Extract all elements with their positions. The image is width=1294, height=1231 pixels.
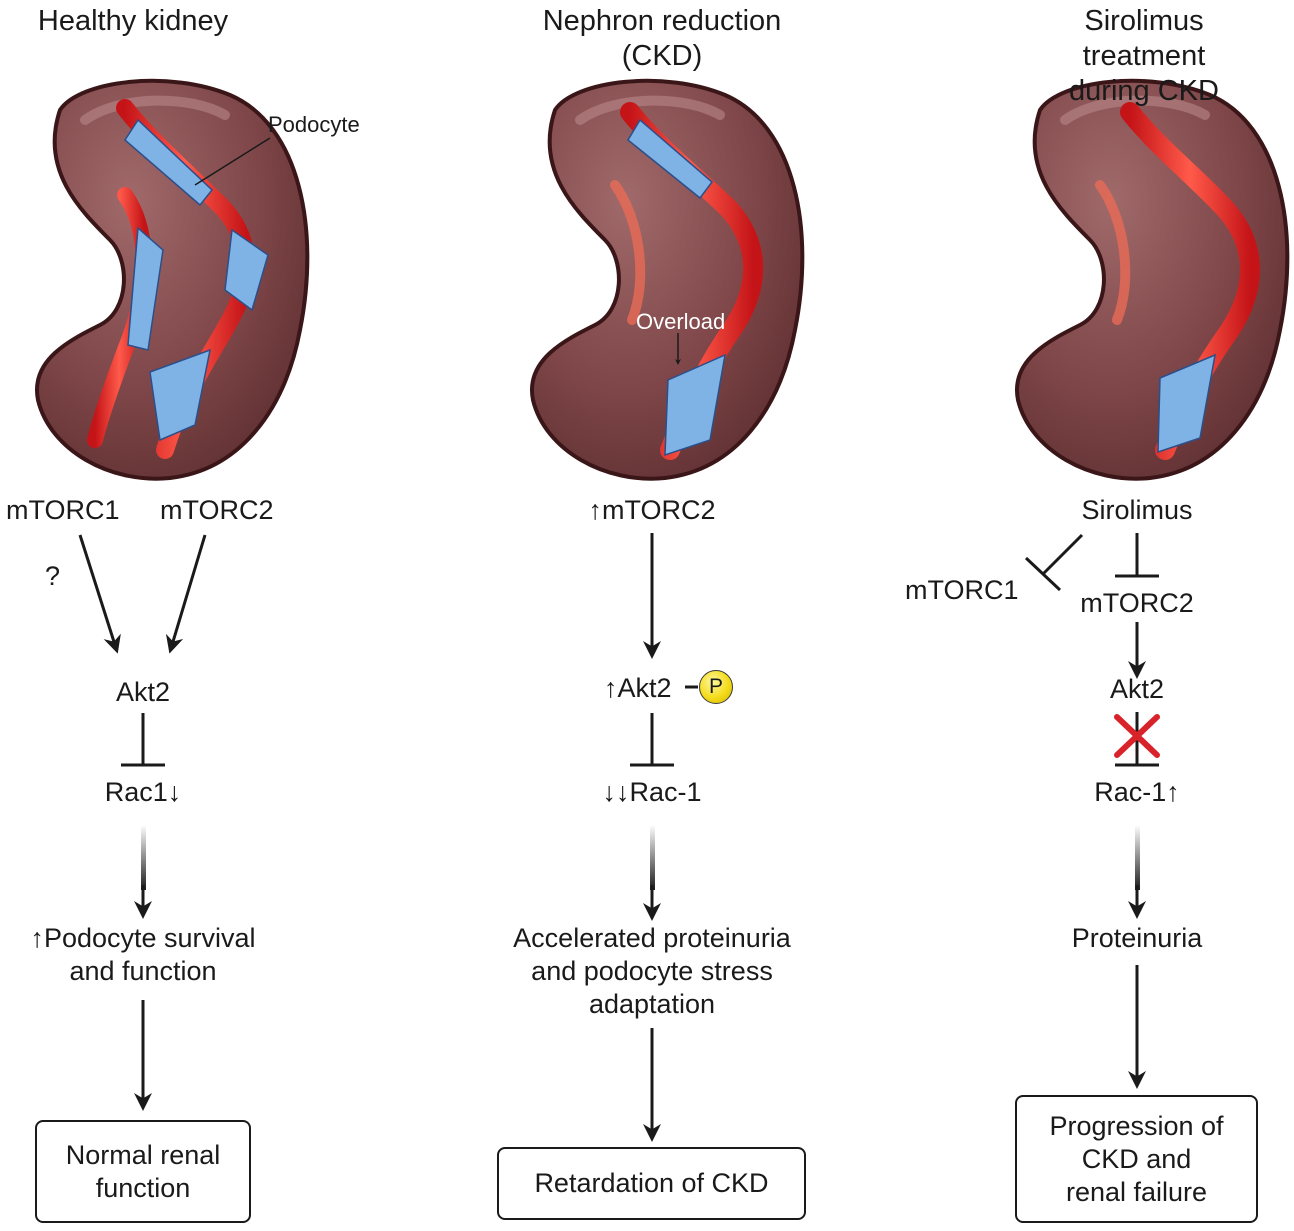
node-mtorc2: ↑mTORC2 xyxy=(588,495,716,525)
kidney-shape xyxy=(529,78,805,481)
podocyte-cell xyxy=(127,226,164,351)
effect-line-2: and function xyxy=(69,956,217,986)
title-line: (CKD) xyxy=(621,40,703,72)
podocyte-cell xyxy=(1157,353,1216,454)
podocyte-cell xyxy=(124,118,214,207)
kidney-ckd xyxy=(529,78,805,481)
node-mtorc2: mTORC2 xyxy=(1080,588,1194,618)
pathway-sirolimus xyxy=(1024,533,1160,1089)
node-rac1: ↓↓Rac-1 xyxy=(602,777,702,807)
unknown-link-label: ? xyxy=(45,561,61,591)
outcome-line: Retardation of CKD xyxy=(534,1168,769,1198)
effect-line-3: adaptation xyxy=(588,989,716,1019)
node-akt2: ↑Akt2 xyxy=(604,673,672,703)
outcome-box-ckd: Retardation of CKD xyxy=(497,1147,806,1220)
node-akt2: Akt2 xyxy=(115,677,171,707)
inhibit-bar xyxy=(1024,556,1062,592)
column-title-ckd: Nephron reduction (CKD) xyxy=(543,4,782,74)
kidney-shape xyxy=(1014,78,1290,481)
effect-line-1: Proteinuria xyxy=(1071,923,1203,953)
vessel xyxy=(1095,180,1131,325)
podocyte-cell xyxy=(664,353,726,457)
fade-arrow-shaft xyxy=(650,825,655,890)
podocyte-callout-line xyxy=(194,137,271,186)
pathway-ckd xyxy=(630,533,698,1142)
outcome-line: CKD and xyxy=(1081,1143,1192,1174)
phosphate-badge: P xyxy=(699,670,733,704)
column-title-sirolimus: Sirolimus treatment during CKD xyxy=(1069,4,1219,109)
outcome-box-healthy: Normal renal function xyxy=(35,1120,251,1223)
outcome-line: Normal renal xyxy=(65,1139,221,1170)
kidney-sirolimus xyxy=(1014,78,1290,481)
blocked-x-icon xyxy=(1114,714,1160,758)
inhibit-sirolimus-mtorc1 xyxy=(1041,533,1084,576)
vessel xyxy=(610,180,646,325)
title-line: during CKD xyxy=(1069,75,1219,107)
arrow-mtorc1-akt2 xyxy=(78,534,121,654)
effect-line-1: Accelerated proteinuria xyxy=(513,923,791,953)
effect-line-1: ↑Podocyte survival xyxy=(30,923,256,953)
node-rac1: Rac1↓ xyxy=(104,777,182,807)
arrow-mtorc2-akt2 xyxy=(165,534,207,654)
fade-arrow-shaft xyxy=(141,825,146,890)
outcome-line: Progression of xyxy=(1049,1110,1224,1141)
node-sirolimus: Sirolimus xyxy=(1081,495,1193,525)
outcome-box-sirolimus: Progression of CKD and renal failure xyxy=(1015,1095,1258,1223)
podocyte-label: Podocyte xyxy=(268,112,360,137)
node-mtorc1: mTORC1 xyxy=(905,575,1019,605)
title-line: Sirolimus treatment xyxy=(1082,5,1206,72)
title-line: Nephron reduction xyxy=(542,5,782,37)
outcome-line: renal failure xyxy=(1065,1176,1208,1207)
kidney-healthy xyxy=(34,78,310,481)
node-mtorc2: mTORC2 xyxy=(160,495,274,525)
podocyte-cell xyxy=(627,118,714,200)
effect-line-2: and podocyte stress xyxy=(531,956,773,986)
outcome-line: function xyxy=(95,1172,191,1203)
kidney-shape xyxy=(34,78,310,481)
node-rac1: Rac-1↑ xyxy=(1094,777,1180,807)
podocyte-cell xyxy=(224,228,269,312)
fade-arrow-shaft xyxy=(1135,825,1140,890)
column-title-healthy: Healthy kidney xyxy=(37,5,229,37)
node-akt2: Akt2 xyxy=(1109,674,1165,704)
pathway-healthy xyxy=(78,534,207,1111)
overload-label: Overload xyxy=(636,309,726,334)
podocyte-cell xyxy=(149,348,211,442)
node-mtorc1: mTORC1 xyxy=(6,495,120,525)
